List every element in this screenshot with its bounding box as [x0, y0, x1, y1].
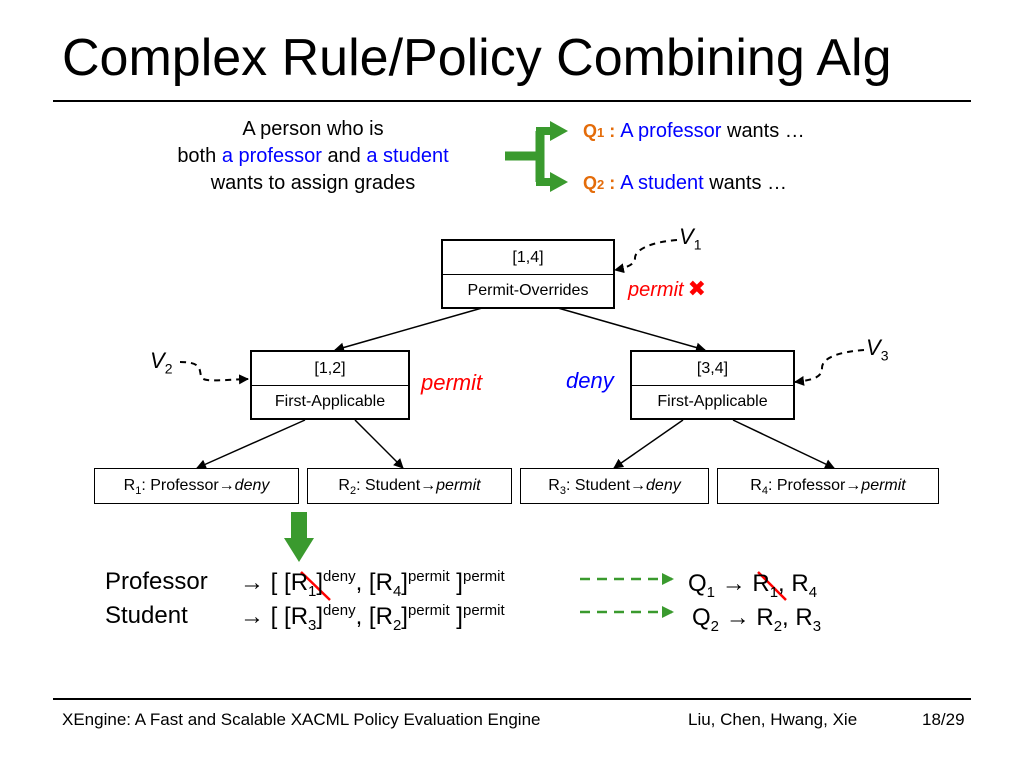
q1-sub: 1: [597, 125, 605, 140]
edge-right-r4: [732, 419, 835, 469]
right-range: [3,4]: [632, 352, 793, 386]
intro-professor: a professor: [221, 145, 322, 167]
page-number: 18/29: [922, 710, 965, 729]
edge-root-right: [557, 307, 706, 353]
strike-r1-right: [757, 571, 787, 601]
v2-label: V2: [150, 348, 173, 377]
intro-and: and: [327, 145, 361, 167]
student-label: Student: [105, 602, 188, 629]
down-arrow: [284, 512, 314, 562]
edge-root-left: [334, 307, 483, 353]
professor-label: Professor: [105, 568, 208, 595]
cross-icon: ✖: [687, 276, 707, 301]
root-node: [1,4] Permit-Overrides: [441, 239, 615, 309]
v3-pointer: [794, 349, 865, 386]
left-result: permit: [421, 370, 483, 395]
root-range: [1,4]: [443, 241, 613, 275]
q2-rest: wants …: [703, 172, 788, 194]
intro-both: both: [177, 145, 217, 167]
q2-role: A student: [620, 172, 704, 194]
root-result-text: permit: [628, 279, 684, 301]
q2-result: Q2 → R2, R3: [692, 604, 822, 635]
q1-line: Q1 : A professor wants …: [583, 120, 805, 143]
title-rule: [53, 100, 971, 102]
footer-rule: [53, 698, 971, 700]
q2-colon: :: [604, 173, 616, 193]
right-alg: First-Applicable: [657, 393, 768, 410]
branch-arrow: [505, 121, 568, 192]
edge-left-r1: [196, 419, 306, 469]
edge-right-r3: [613, 419, 684, 469]
q1-rest: wants …: [721, 120, 805, 142]
left-range: [1,2]: [252, 352, 408, 386]
professor-expression: → [ [R1]deny, [R4]permit ]permit: [240, 568, 505, 600]
right-result: deny: [566, 368, 614, 393]
q1-result: Q1 → R1, R4: [688, 570, 818, 601]
intro-line1: A person who is: [242, 118, 384, 140]
rule-r4: R4: Professor→permit: [717, 468, 939, 504]
rule-r3: R3: Student→deny: [520, 468, 709, 504]
q1-role: A professor: [620, 120, 722, 142]
left-alg: First-Applicable: [274, 393, 386, 410]
q2-label: Q: [583, 173, 598, 193]
v1-label: V1: [679, 224, 702, 253]
footer-title: XEngine: A Fast and Scalable XACML Polic…: [62, 710, 541, 729]
q1-label: Q: [583, 121, 598, 141]
slide-title: Complex Rule/Policy Combining Alg: [62, 29, 892, 87]
intro-student: a student: [366, 145, 449, 167]
right-node: [3,4] First-Applicable: [630, 350, 795, 420]
root-alg: Permit-Overrides: [467, 282, 589, 299]
q2-sub: 2: [597, 177, 605, 192]
strike-r1-left: [300, 571, 331, 601]
student-expression: → [ [R3]deny, [R2]permit ]permit: [240, 602, 505, 634]
rule-r1: R1: Professor→deny: [94, 468, 299, 504]
v1-pointer: [614, 239, 678, 274]
root-result: permit✖: [628, 276, 706, 302]
left-node: [1,2] First-Applicable: [250, 350, 410, 420]
footer-authors: Liu, Chen, Hwang, Xie: [688, 710, 858, 729]
edge-left-r2: [354, 419, 404, 469]
intro-text: A person who is both a professor and a s…: [118, 116, 508, 197]
rule-r2: R2: Student→permit: [307, 468, 512, 504]
v3-label: V3: [866, 335, 889, 364]
v2-pointer: [179, 361, 249, 385]
q2-line: Q2 : A student wants …: [583, 172, 787, 195]
q1-colon: :: [604, 121, 616, 141]
intro-line3: wants to assign grades: [210, 172, 416, 194]
